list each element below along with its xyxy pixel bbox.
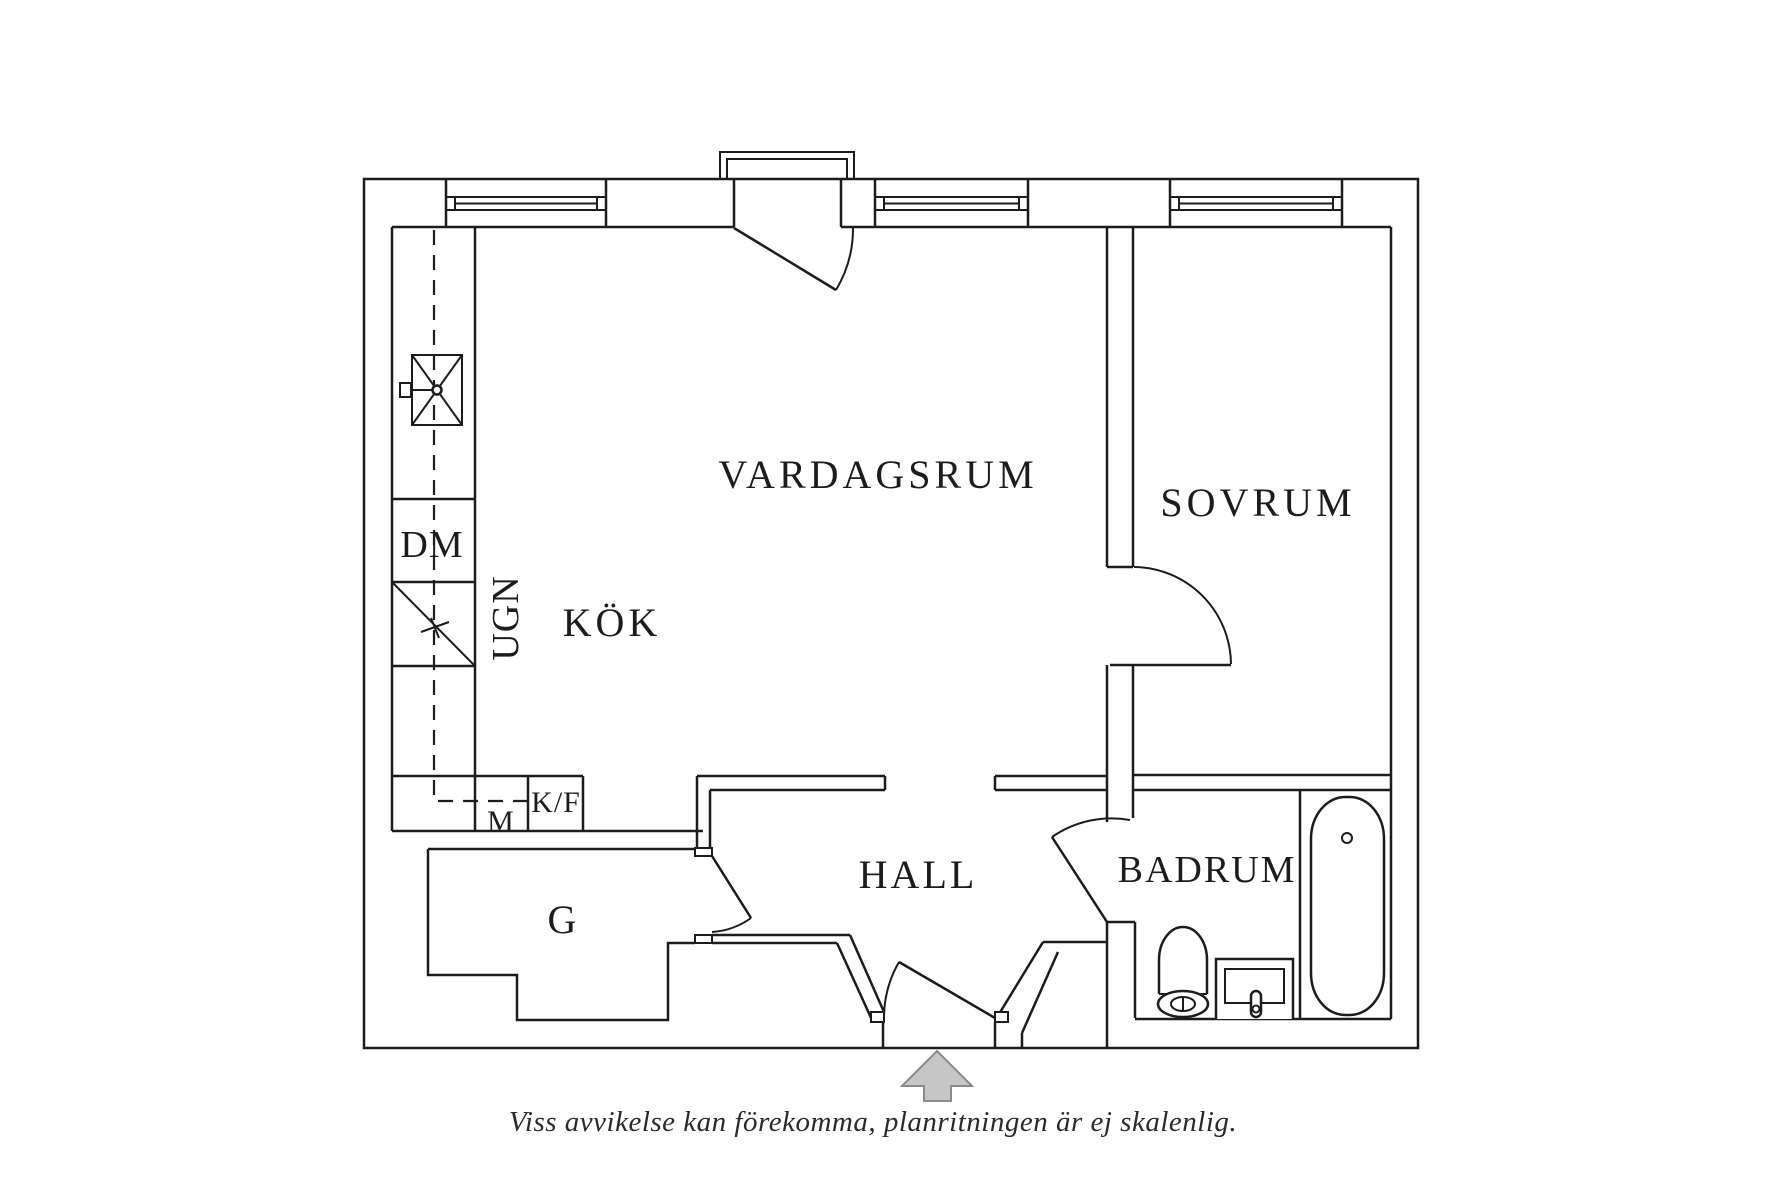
disclaimer-caption: Viss avvikelse kan förekomma, planritnin…	[509, 1106, 1237, 1138]
room-labels: VARDAGSRUM SOVRUM KÖK HALL BADRUM G DM U…	[400, 452, 1355, 942]
balcony-door-icon	[732, 179, 855, 292]
kitchen-counter	[391, 227, 703, 833]
window-livingroom	[873, 179, 1030, 227]
washbasin-icon	[1214, 957, 1295, 1019]
bathtub-icon	[1309, 795, 1386, 1017]
balcony	[719, 151, 855, 180]
window-kitchen	[444, 179, 608, 227]
interior-walls	[428, 227, 1391, 1048]
sink-icon	[399, 354, 463, 426]
closet-door-icon	[710, 855, 753, 933]
fridge-freezer-label: K/F	[531, 786, 581, 819]
toilet-icon	[1156, 925, 1210, 1019]
closet-label: G	[548, 897, 581, 942]
hall-label: HALL	[859, 852, 978, 897]
entrance-arrow-icon	[899, 1049, 975, 1102]
bathroom-door-icon	[1050, 817, 1131, 923]
counter-dashed-line	[432, 230, 527, 803]
bathroom-fixtures	[1156, 790, 1386, 1019]
dishwasher-label: DM	[400, 524, 463, 566]
closet-room	[426, 847, 713, 1022]
bedroom-label: SOVRUM	[1160, 480, 1355, 525]
entry-door-icon	[883, 960, 996, 1020]
outer-walls	[362, 177, 1420, 1050]
bedroom-door-icon	[1110, 566, 1232, 667]
microwave-label: M	[487, 805, 515, 838]
stove-icon	[391, 581, 476, 667]
kitchen-label: KÖK	[563, 600, 662, 645]
bathroom-label: BADRUM	[1118, 849, 1297, 891]
living-room-label: VARDAGSRUM	[718, 452, 1037, 497]
oven-label: UGN	[485, 575, 527, 660]
window-bedroom	[1168, 179, 1344, 227]
